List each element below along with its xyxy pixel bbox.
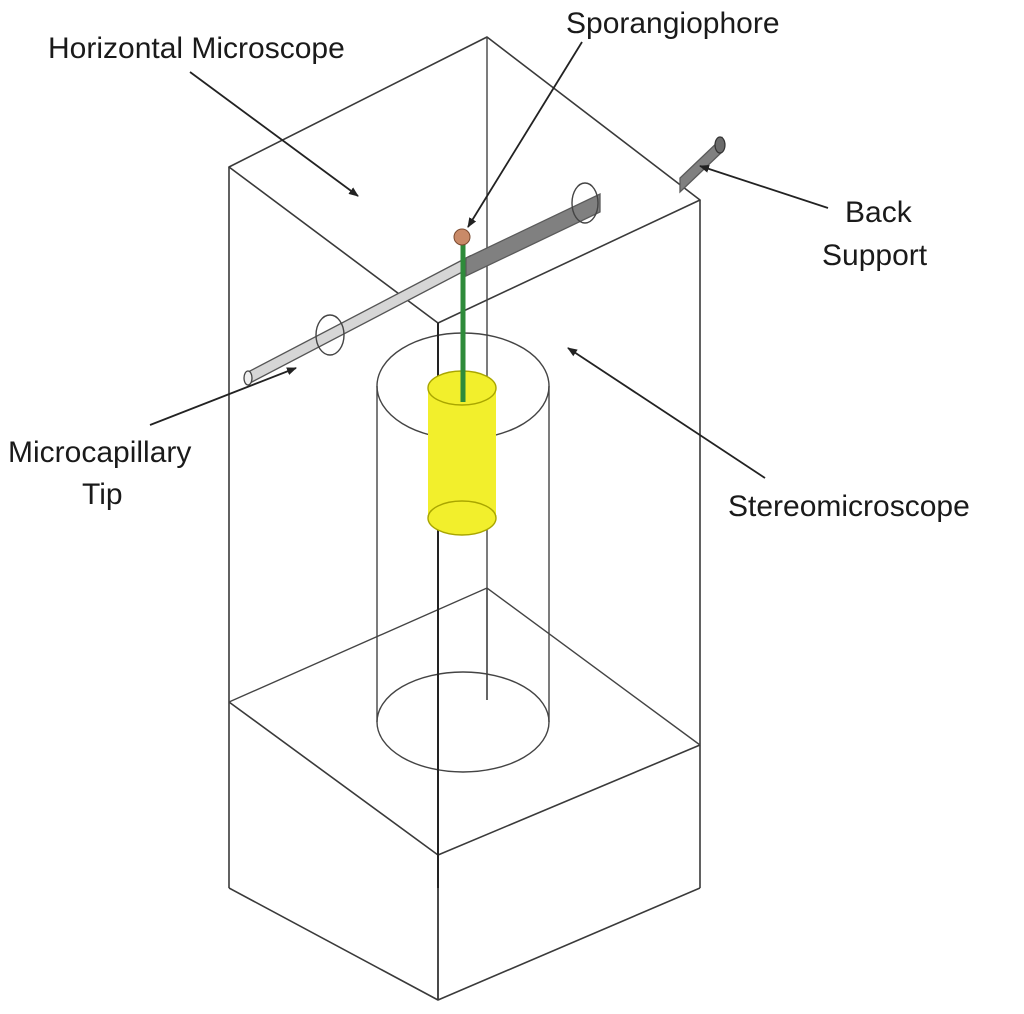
- box-bottom-front: [228, 887, 701, 1001]
- platform-back: [228, 587, 701, 746]
- label-sporangiophore: Sporangiophore: [566, 7, 780, 40]
- rod-back-thick: [465, 192, 601, 278]
- microcapillary-tip-end: [243, 370, 253, 386]
- arrow-stereomicroscope: [567, 347, 766, 479]
- yellow-cylinder-body: [428, 388, 496, 518]
- sporangium-head: [453, 228, 471, 246]
- label-microcapillary-line2: Tip: [82, 478, 123, 511]
- yellow-cylinder-bottom: [427, 500, 497, 536]
- cylinder-bottom-ellipse: [376, 671, 550, 773]
- back-support-end: [714, 136, 726, 154]
- rod-front-thin: [247, 254, 471, 386]
- arrow-microcapillary: [149, 367, 297, 426]
- label-stereomicroscope: Stereomicroscope: [728, 490, 970, 523]
- label-back-support-line1: Back: [845, 196, 913, 229]
- label-microcapillary-line1: Microcapillary: [8, 436, 191, 469]
- arrow-back-support: [699, 165, 829, 209]
- horizontal-rod: [243, 136, 726, 386]
- platform-front: [228, 701, 701, 856]
- label-horizontal-microscope: Horizontal Microscope: [48, 32, 345, 65]
- front-ring: [315, 314, 345, 356]
- callout-arrows: [149, 41, 829, 479]
- labels: Horizontal Microscope Sporangiophore Bac…: [8, 7, 970, 523]
- back-ring: [571, 182, 599, 224]
- arrow-sporangiophore: [467, 41, 583, 228]
- label-back-support-line2: Support: [822, 239, 928, 272]
- arrow-horizontal-microscope: [189, 71, 359, 197]
